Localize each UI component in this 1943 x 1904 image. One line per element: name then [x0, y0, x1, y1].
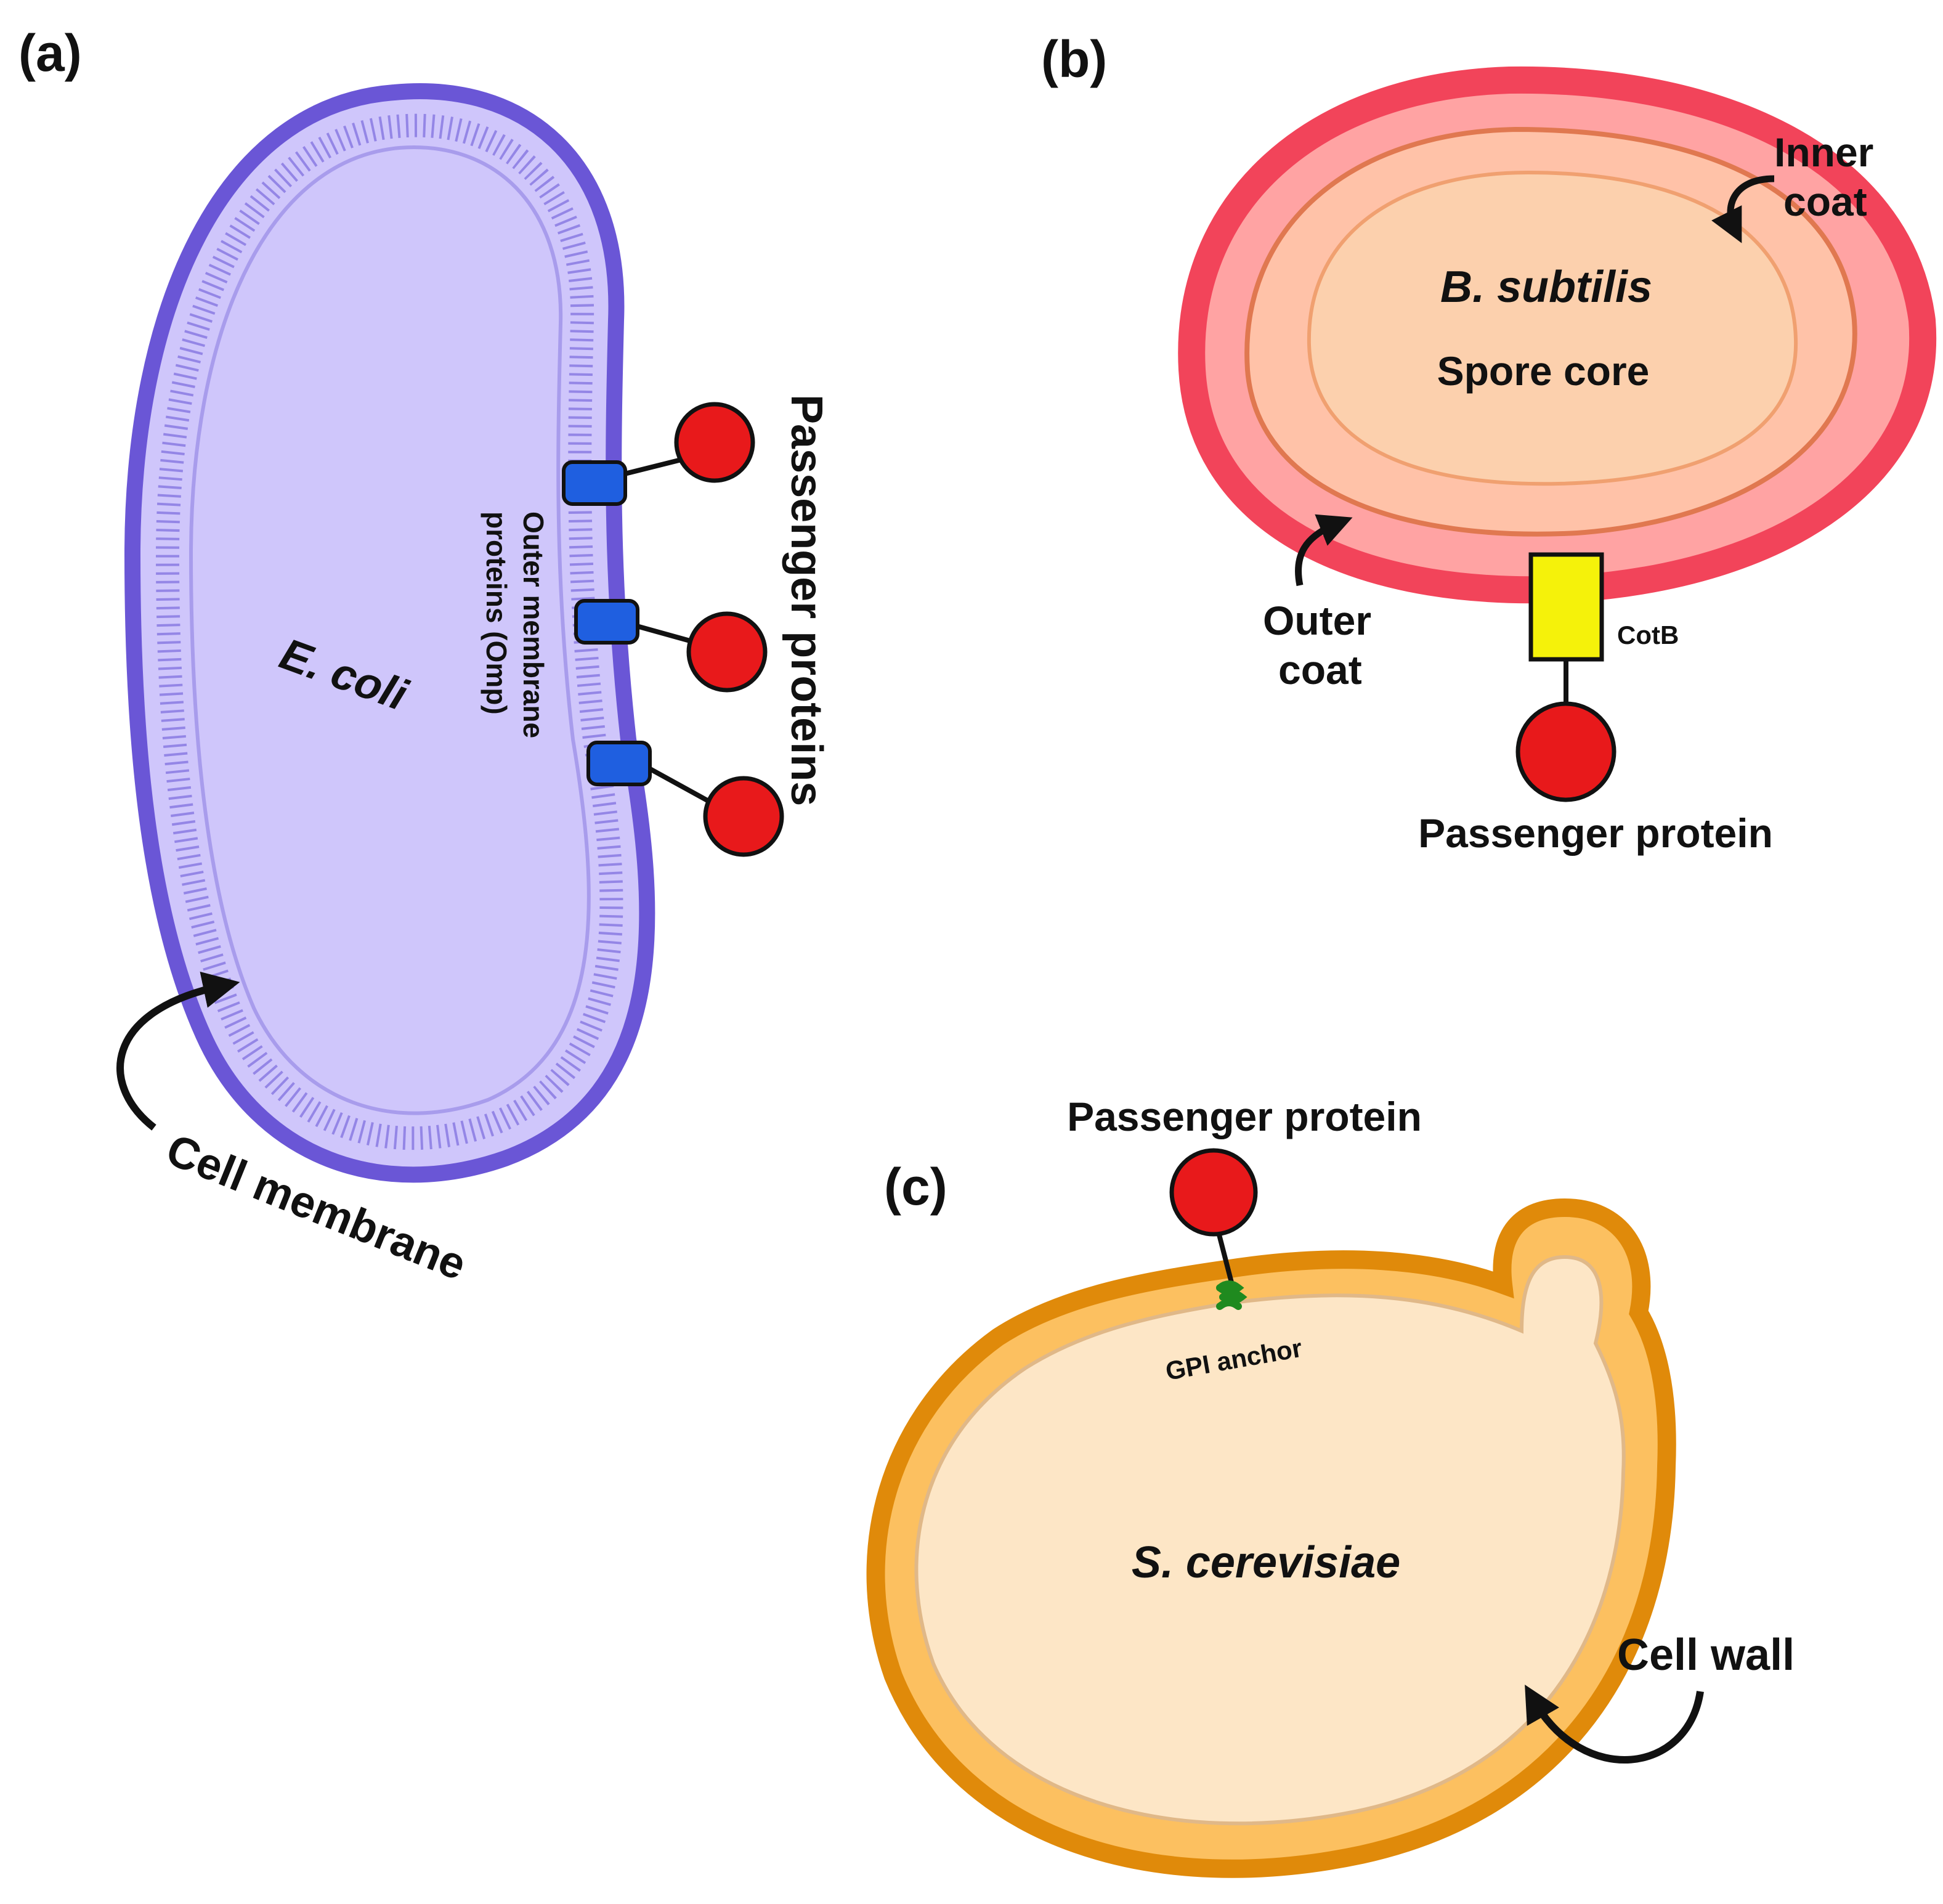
spore-core: [1307, 170, 1798, 486]
omp-label-line1: Outer membrane: [517, 511, 550, 738]
outer-coat-label-line2: coat: [1278, 647, 1362, 693]
passenger-protein-b: [1515, 701, 1616, 802]
omp-protein-1: [562, 402, 755, 506]
omp-label-line2: proteins (Omp): [481, 511, 513, 715]
cotb-anchor: [1528, 552, 1604, 662]
passenger-protein-a3: [703, 776, 784, 857]
passenger-protein-a1: [674, 402, 755, 483]
inner-coat-label-line2: coat: [1783, 179, 1867, 224]
cell-wall-arrow-icon: [1525, 1684, 1704, 1764]
passenger-protein-c: [1169, 1148, 1258, 1237]
panel-b-label: (b): [1041, 30, 1107, 88]
ecoli-periplasm: [155, 113, 623, 1150]
gpi-anchor-icon: [1216, 1280, 1247, 1310]
inner-coat-arrow-icon: [1711, 175, 1775, 243]
bsubtilis-organism-label: B. subtilis: [1440, 262, 1652, 312]
cotb-label: CotB: [1617, 620, 1679, 649]
ecoli-inner-membrane: [189, 145, 591, 1115]
inner-coat-label-line1: Inner: [1774, 129, 1873, 175]
passenger-protein-a2: [686, 611, 768, 693]
panel-c: (c) Passenger protein S. cerevisiae GPI …: [866, 1094, 1795, 1878]
scerevisiae-organism-label: S. cerevisiae: [1132, 1538, 1400, 1587]
panel-b: (b) B. subtilis Spore core Inner coat Ou…: [1041, 30, 1937, 856]
panel-a: (a) E. coli Outer membrane proteins (Omp…: [18, 24, 831, 1290]
passenger-proteins-label: Passenger proteins: [782, 394, 831, 806]
omp-protein-2: [574, 599, 768, 693]
omp-protein-3: [586, 741, 784, 857]
panel-c-label: (c): [884, 1158, 947, 1216]
panel-a-label: (a): [18, 24, 82, 82]
ecoli-cell-membrane: [124, 83, 655, 1183]
passenger-protein-c-label: Passenger protein: [1067, 1094, 1422, 1139]
spore-core-label: Spore core: [1437, 348, 1650, 394]
passenger-protein-b-label: Passenger protein: [1418, 810, 1773, 856]
outer-coat-arrow-icon: [1295, 514, 1353, 587]
outer-coat-label-line1: Outer: [1263, 598, 1371, 643]
cell-wall-label: Cell wall: [1617, 1630, 1795, 1680]
cell-membrane-arrow-icon: [116, 971, 240, 1131]
